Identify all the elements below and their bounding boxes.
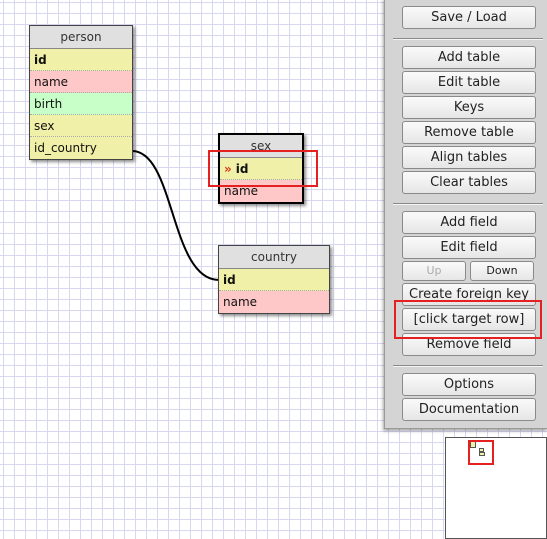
keys-button[interactable]: Keys — [402, 96, 536, 119]
click-target-row-button[interactable]: [click target row] — [402, 308, 536, 331]
create-foreign-key-button[interactable]: Create foreign key — [402, 283, 536, 306]
divider — [393, 365, 543, 367]
remove-table-button[interactable]: Remove table — [402, 121, 536, 144]
field-label: name — [224, 184, 259, 198]
field-row[interactable]: id_country — [30, 137, 132, 159]
table-title: sex — [220, 135, 302, 158]
minimap[interactable] — [445, 437, 547, 539]
relation-person-country — [131, 150, 220, 281]
clear-tables-button[interactable]: Clear tables — [402, 171, 536, 194]
save-load-button[interactable]: Save / Load — [402, 6, 536, 29]
field-label: id — [223, 273, 236, 287]
table-sex[interactable]: sex »id name — [218, 133, 304, 204]
field-label: id_country — [34, 141, 97, 155]
documentation-button[interactable]: Documentation — [402, 398, 536, 421]
minimap-table-country — [479, 452, 485, 456]
table-title: person — [30, 26, 132, 49]
add-field-button[interactable]: Add field — [402, 211, 536, 234]
remove-field-button[interactable]: Remove field — [402, 333, 536, 356]
divider — [393, 203, 543, 205]
field-row[interactable]: id — [30, 49, 132, 71]
field-label: name — [223, 295, 258, 309]
field-row[interactable]: birth — [30, 93, 132, 115]
edit-field-button[interactable]: Edit field — [402, 236, 536, 259]
table-person[interactable]: person id name birth sex id_country — [29, 25, 133, 160]
field-label: sex — [34, 119, 55, 133]
field-row[interactable]: name — [30, 71, 132, 93]
field-row[interactable]: name — [219, 291, 329, 313]
field-label: name — [34, 75, 69, 89]
minimap-table-sex — [479, 448, 484, 452]
selection-marker-icon: » — [224, 162, 232, 176]
add-table-button[interactable]: Add table — [402, 46, 536, 69]
field-label: id — [34, 53, 47, 67]
edit-table-button[interactable]: Edit table — [402, 71, 536, 94]
table-title: country — [219, 246, 329, 269]
options-button[interactable]: Options — [402, 373, 536, 396]
table-country[interactable]: country id name — [218, 245, 330, 314]
field-row[interactable]: name — [220, 180, 302, 202]
align-tables-button[interactable]: Align tables — [402, 146, 536, 169]
sidebar: Save / Load Add table Edit table Keys Re… — [384, 0, 547, 429]
field-row[interactable]: id — [219, 269, 329, 291]
field-row[interactable]: sex — [30, 115, 132, 137]
up-button[interactable]: Up — [402, 261, 466, 281]
field-label: birth — [34, 97, 63, 111]
field-label: id — [235, 162, 249, 176]
divider — [393, 38, 543, 40]
down-button[interactable]: Down — [470, 261, 534, 281]
field-row-selected[interactable]: »id — [220, 158, 302, 180]
minimap-viewport[interactable] — [468, 440, 494, 465]
